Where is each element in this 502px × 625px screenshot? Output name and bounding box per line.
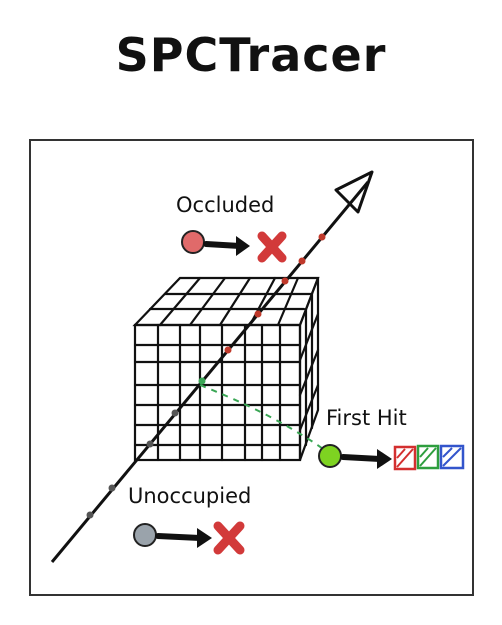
ray-dot bbox=[198, 377, 206, 385]
ray bbox=[50, 170, 374, 563]
occluded-legend: Occluded bbox=[176, 193, 287, 263]
page-title: SPCTracer bbox=[115, 28, 387, 82]
occluded-label: Occluded bbox=[176, 193, 274, 217]
voxel-grid-cube bbox=[132, 276, 320, 462]
unoccupied-point bbox=[133, 523, 157, 547]
ray-dot bbox=[108, 484, 116, 492]
arrow-right-icon bbox=[155, 528, 212, 548]
arrow-right-icon bbox=[340, 449, 392, 469]
ray-dot bbox=[86, 511, 94, 519]
first-hit-legend: First Hit bbox=[318, 406, 465, 471]
color-swatch-red bbox=[393, 445, 417, 471]
red-cross-icon bbox=[257, 231, 287, 263]
color-swatch-green bbox=[416, 444, 440, 470]
unoccupied-legend: Unoccupied bbox=[128, 484, 251, 555]
ray-dot bbox=[254, 310, 262, 318]
ray-dot bbox=[224, 346, 232, 354]
first-hit-label: First Hit bbox=[326, 406, 407, 430]
color-swatch-blue bbox=[439, 444, 465, 470]
unoccupied-label: Unoccupied bbox=[128, 484, 251, 508]
ray-dot bbox=[318, 233, 326, 241]
arrow-right-icon bbox=[203, 236, 250, 256]
diagram-frame bbox=[29, 139, 474, 596]
first-hit-point bbox=[318, 444, 342, 468]
ray-dot bbox=[146, 440, 154, 448]
ray-arrowhead-icon bbox=[334, 170, 374, 214]
occluded-point bbox=[181, 230, 205, 254]
ray-dot bbox=[281, 277, 289, 285]
first-hit-dashed-path bbox=[199, 384, 331, 456]
red-cross-icon bbox=[213, 521, 245, 555]
ray-dot bbox=[298, 257, 306, 265]
ray-dot bbox=[171, 409, 179, 417]
